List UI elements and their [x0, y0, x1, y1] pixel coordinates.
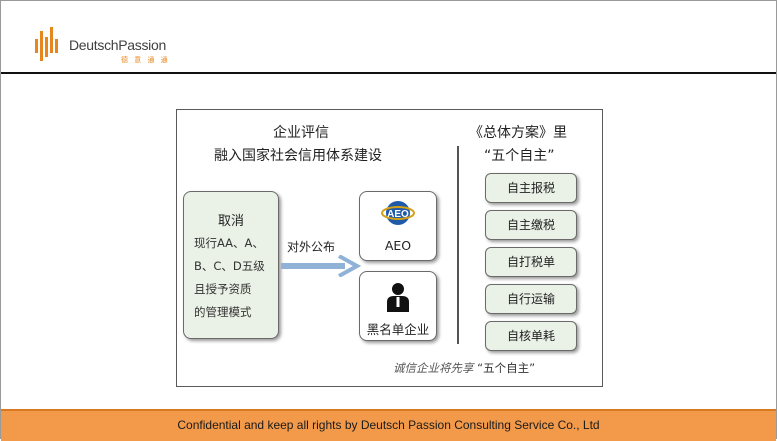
- vertical-separator: [457, 146, 459, 344]
- bottom-note: 诚信企业将先享 “五个自主”: [393, 360, 535, 376]
- aeo-box: AEO AEO: [359, 191, 437, 261]
- right-title-line-2: “五个自主”: [484, 148, 555, 164]
- left-title-line-1: 企业评信: [273, 125, 329, 141]
- arrow-label: 对外公布: [287, 240, 336, 254]
- cancel-box-line: B、C、D五级: [194, 259, 265, 273]
- logo-name: DeutschPassion: [69, 37, 166, 53]
- cancel-box: 取消 现行AA、A、 B、C、D五级 且授予资质 的管理模式: [183, 191, 279, 339]
- pill-self-transport: 自行运输: [485, 284, 577, 314]
- cancel-box-title: 取消: [217, 214, 244, 229]
- aeo-logo-text: AEO: [387, 209, 409, 220]
- note-italic-text: 诚信企业将先享: [393, 361, 474, 375]
- person-icon: [387, 283, 409, 312]
- pill-self-declare-tax: 自主报税: [485, 173, 577, 203]
- logo-subtitle: 德 意 通 通: [121, 56, 170, 64]
- footer-bar: Confidential and keep all rights by Deut…: [1, 409, 776, 441]
- blacklist-box: 黑名单企业: [359, 271, 437, 341]
- footer-text: Confidential and keep all rights by Deut…: [177, 418, 600, 432]
- right-arrow-icon: [281, 255, 361, 277]
- cancel-box-line: 的管理模式: [194, 305, 252, 319]
- logo-bars-icon: [35, 27, 58, 61]
- header-divider: [1, 72, 776, 74]
- aeo-globe-icon: AEO: [381, 201, 415, 225]
- right-title-line-1: 《总体方案》里: [469, 125, 567, 141]
- aeo-label: AEO: [384, 238, 412, 253]
- pill-self-print-tax-bill: 自打税单: [485, 247, 577, 277]
- pill-self-verify-consumption: 自核单耗: [485, 321, 577, 351]
- note-quote-text: “五个自主”: [477, 361, 536, 375]
- pill-self-pay-tax: 自主缴税: [485, 210, 577, 240]
- blacklist-label: 黑名单企业: [366, 322, 430, 337]
- cancel-box-line: 且授予资质: [194, 282, 252, 296]
- cancel-box-line: 现行AA、A、: [194, 236, 264, 250]
- left-title-line-2: 融入国家社会信用体系建设: [214, 148, 382, 164]
